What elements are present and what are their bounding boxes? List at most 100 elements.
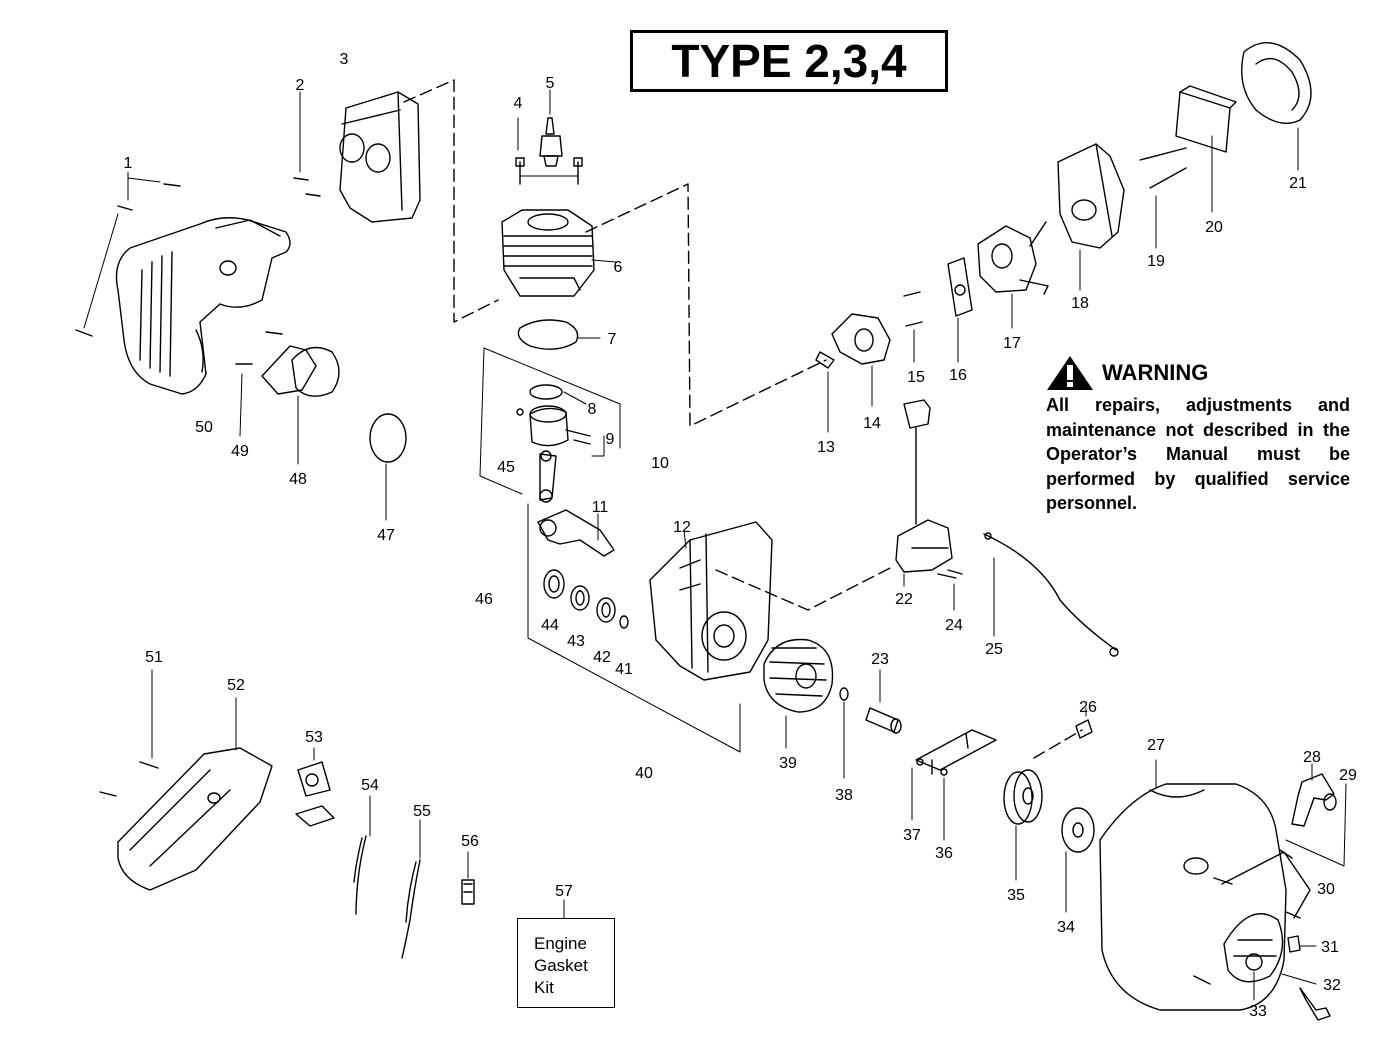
callout-26: 26 xyxy=(1079,699,1097,716)
callout-35: 35 xyxy=(1007,887,1025,904)
warning-triangle-icon xyxy=(1047,356,1093,390)
callout-49: 49 xyxy=(231,443,249,460)
part-bracket xyxy=(295,747,335,827)
kit-line-3: Kit xyxy=(534,978,554,997)
callout-7: 7 xyxy=(608,331,617,348)
part-starter-handle xyxy=(1285,763,1347,867)
callout-30: 30 xyxy=(1317,881,1335,898)
assembly-guide-lines xyxy=(403,79,1083,759)
warning-heading: WARNING xyxy=(1102,360,1209,385)
callout-36: 36 xyxy=(935,845,953,862)
callout-3: 3 xyxy=(340,51,349,68)
callout-14: 14 xyxy=(863,415,881,432)
kit-line-2: Gasket xyxy=(534,956,588,975)
callout-44: 44 xyxy=(541,617,559,634)
part-cylinder xyxy=(501,209,617,297)
callout-5: 5 xyxy=(546,75,555,92)
callout-56: 56 xyxy=(461,833,479,850)
callout-25: 25 xyxy=(985,641,1003,658)
part-intake-manifold xyxy=(815,257,973,433)
part-muffler xyxy=(235,331,407,521)
part-retainer xyxy=(1075,707,1093,739)
callout-34: 34 xyxy=(1057,919,1075,936)
callout-47: 47 xyxy=(377,527,395,544)
callout-6: 6 xyxy=(614,259,623,276)
part-sleeve xyxy=(865,669,902,734)
callout-21: 21 xyxy=(1289,175,1307,192)
callout-11: 11 xyxy=(592,499,609,516)
callout-28: 28 xyxy=(1303,749,1321,766)
callout-15: 15 xyxy=(907,369,925,386)
part-cables xyxy=(353,795,421,959)
part-muffler-gasket xyxy=(369,413,407,463)
callout-27: 27 xyxy=(1147,737,1165,754)
callout-54: 54 xyxy=(361,777,379,794)
part-ignition-module xyxy=(895,399,1119,657)
callout-12: 12 xyxy=(673,519,691,536)
callout-10: 10 xyxy=(651,455,669,472)
part-filter-and-cover xyxy=(1139,42,1312,249)
callout-numbers: 1 2 3 4 5 6 7 8 9 10 11 12 13 14 15 16 1… xyxy=(124,51,1357,1020)
callout-2: 2 xyxy=(296,77,305,94)
type-title: TYPE 2,3,4 xyxy=(671,35,907,87)
part-engine-cover xyxy=(115,217,291,395)
callout-17: 17 xyxy=(1003,335,1021,352)
callout-18: 18 xyxy=(1071,295,1089,312)
callout-31: 31 xyxy=(1321,939,1339,956)
kit-line-1: Engine xyxy=(534,934,587,953)
callout-1: 1 xyxy=(124,155,133,172)
part-air-box-cover xyxy=(339,91,421,223)
part-spark-plug xyxy=(515,89,583,185)
part-adapter xyxy=(461,851,565,919)
callout-48: 48 xyxy=(289,471,307,488)
callout-29: 29 xyxy=(1339,767,1357,784)
callout-41: 41 xyxy=(615,661,633,678)
screws-1-2 xyxy=(75,91,321,337)
part-starter-housing xyxy=(1099,759,1287,1011)
callout-51: 51 xyxy=(145,649,163,666)
callout-37: 37 xyxy=(903,827,921,844)
callout-45: 45 xyxy=(497,459,515,476)
callout-40: 40 xyxy=(635,765,653,782)
part-mount-bracket xyxy=(911,729,997,841)
callout-52: 52 xyxy=(227,677,245,694)
part-air-filter-housing xyxy=(1057,143,1125,291)
part-handle xyxy=(99,669,273,891)
callout-16: 16 xyxy=(949,367,967,384)
part-crankshaft xyxy=(537,509,615,557)
callout-19: 19 xyxy=(1147,253,1165,270)
callout-39: 39 xyxy=(779,755,797,772)
part-starter-screws xyxy=(1193,849,1331,1021)
callout-46: 46 xyxy=(475,591,493,608)
callout-8: 8 xyxy=(588,401,597,418)
part-crankcase xyxy=(649,521,773,681)
callout-22: 22 xyxy=(895,591,913,608)
part-carburetor xyxy=(977,221,1049,329)
callout-50: 50 xyxy=(195,419,213,436)
part-washer xyxy=(839,687,849,701)
engine-gasket-kit-box: Engine Gasket Kit xyxy=(517,918,615,1008)
callout-23: 23 xyxy=(871,651,889,668)
warning-header: WARNING xyxy=(1046,355,1350,391)
callout-57: 57 xyxy=(555,883,573,900)
callout-9: 9 xyxy=(606,431,615,448)
part-thrust-washer xyxy=(1061,807,1095,913)
callout-24: 24 xyxy=(945,617,963,634)
warning-text: All repairs, adjustments and maintenance… xyxy=(1046,395,1350,513)
callout-38: 38 xyxy=(835,787,853,804)
callout-4: 4 xyxy=(514,95,523,112)
callout-33: 33 xyxy=(1249,1003,1267,1020)
part-flywheel xyxy=(763,638,834,749)
callout-55: 55 xyxy=(413,803,431,820)
part-piston-assembly xyxy=(479,347,621,503)
callout-53: 53 xyxy=(305,729,323,746)
callout-13: 13 xyxy=(817,439,835,456)
part-pulley xyxy=(1003,769,1043,881)
callout-43: 43 xyxy=(567,633,585,650)
callout-42: 42 xyxy=(593,649,611,666)
part-bearings-seals xyxy=(527,503,741,753)
callout-20: 20 xyxy=(1205,219,1223,236)
type-title-box: TYPE 2,3,4 xyxy=(630,30,948,92)
warning-notice: WARNING All repairs, adjustments and mai… xyxy=(1046,355,1350,516)
